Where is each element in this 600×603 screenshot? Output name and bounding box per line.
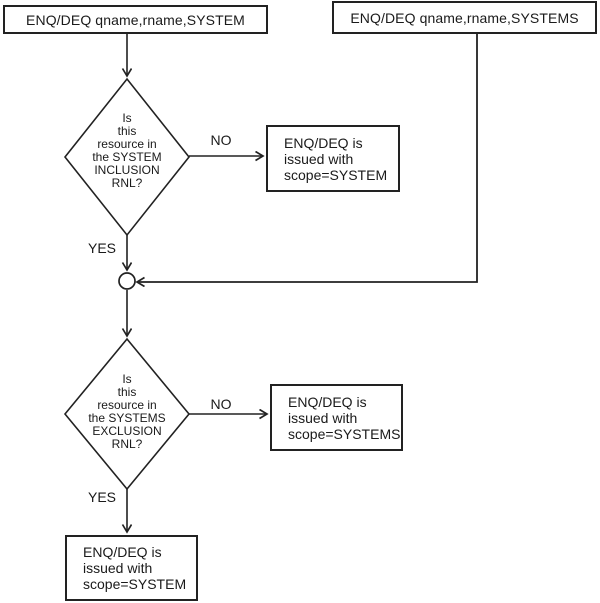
node-result-scope-systems: ENQ/DEQ is issued with scope=SYSTEMS	[270, 384, 403, 451]
node-decision-inclusion-label: Is this resource in the SYSTEM INCLUSION…	[92, 111, 162, 190]
node-decision-exclusion-label: Is this resource in the SYSTEMS EXCLUSIO…	[88, 372, 166, 451]
node-start-system-label: ENQ/DEQ qname,rname,SYSTEM	[26, 11, 245, 28]
node-result-scope-system-top-label: ENQ/DEQ is issued with scope=SYSTEM	[284, 134, 388, 183]
node-start-systems: ENQ/DEQ qname,rname,SYSTEMS	[332, 1, 597, 34]
node-result-scope-systems-label: ENQ/DEQ is issued with scope=SYSTEMS	[288, 393, 401, 442]
node-result-scope-system-bottom-label: ENQ/DEQ is issued with scope=SYSTEM	[83, 544, 187, 592]
edge-label-inclusion-no: NO	[210, 132, 232, 148]
edge-start-systems-to-junction	[137, 34, 478, 282]
decision-inclusion-diamond	[63, 77, 191, 237]
edge-label-exclusion-yes: YES	[87, 489, 116, 505]
edge-label-inclusion-yes: YES	[87, 240, 116, 256]
node-start-system: ENQ/DEQ qname,rname,SYSTEM	[3, 5, 268, 34]
node-start-systems-label: ENQ/DEQ qname,rname,SYSTEMS	[350, 9, 579, 26]
node-result-scope-system-top: ENQ/DEQ is issued with scope=SYSTEM	[266, 125, 400, 192]
decision-exclusion-diamond	[63, 337, 191, 491]
edge-label-exclusion-no: NO	[210, 396, 232, 412]
junction-circle	[118, 272, 136, 290]
node-result-scope-system-bottom: ENQ/DEQ is issued with scope=SYSTEM	[65, 535, 198, 601]
